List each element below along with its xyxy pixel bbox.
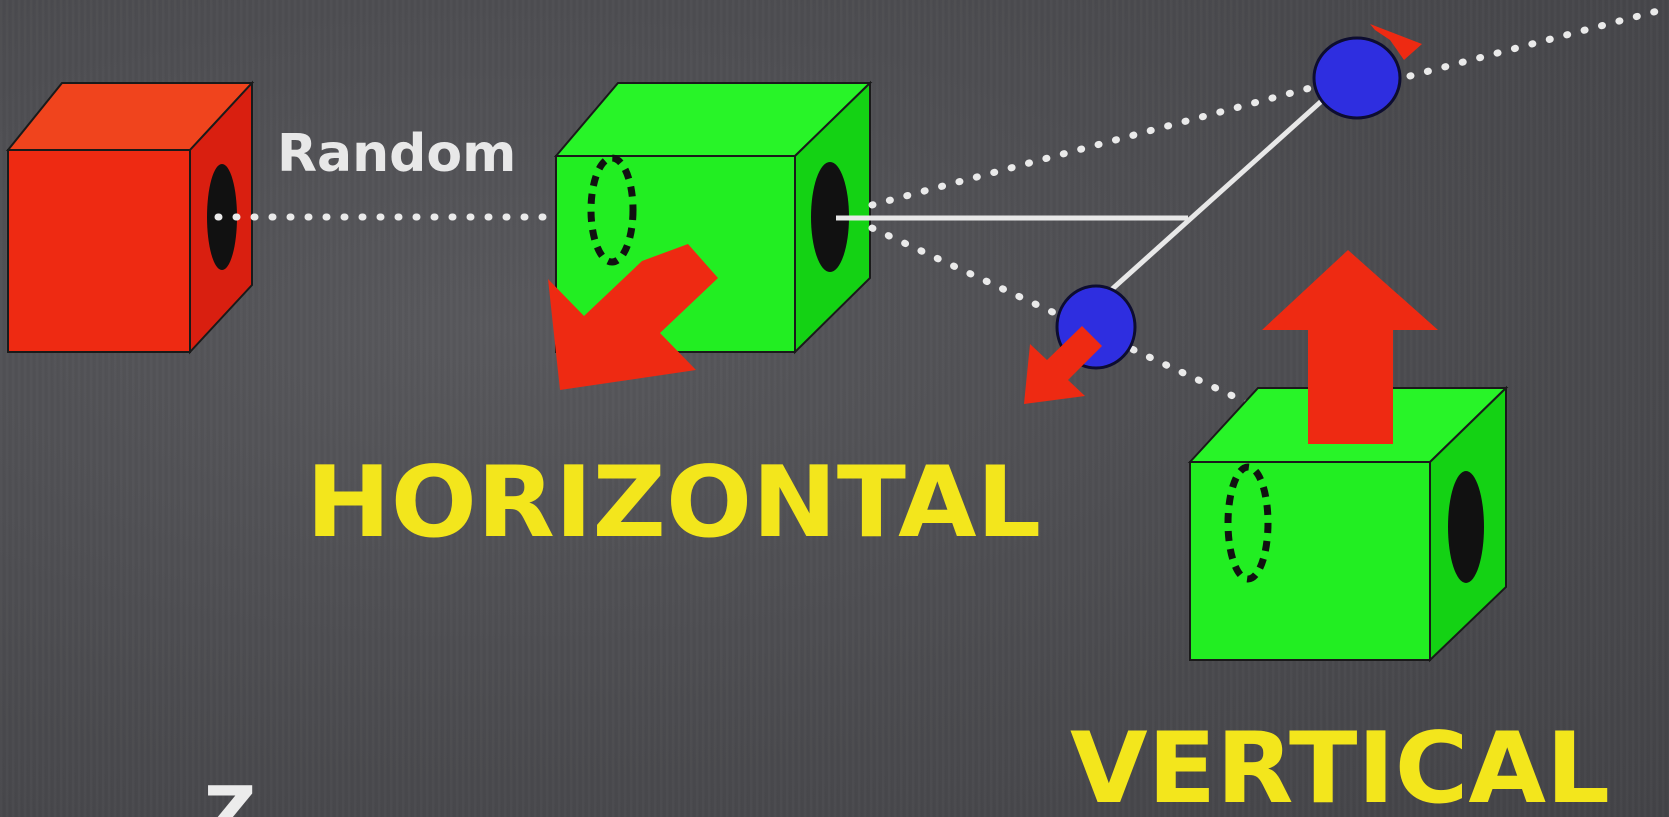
green-cube-hole (1448, 471, 1484, 583)
beam-upper (868, 84, 1314, 209)
green-cube-hole (811, 162, 849, 272)
axis-z-label: Z (204, 771, 256, 817)
red-cube-icon (5, 80, 255, 355)
red-arrow-icon (1370, 24, 1422, 60)
blue-sphere-icon (1312, 36, 1402, 120)
red-arrow-icon (1262, 250, 1438, 444)
red-arrow-icon (548, 244, 718, 390)
beam-lower (868, 224, 1254, 408)
connector-line (1098, 78, 1347, 302)
dashed-ellipse-icon (587, 154, 637, 266)
horizontal-label: HORIZONTAL (306, 446, 1041, 560)
dashed-ellipse-icon (1224, 463, 1272, 583)
vertical-label: VERTICAL (1070, 712, 1610, 817)
beam-upper-far (1406, 4, 1669, 80)
random-label: Random (277, 124, 516, 184)
green-cube-icon (1187, 385, 1509, 663)
red-arrow-icon (1024, 326, 1102, 404)
